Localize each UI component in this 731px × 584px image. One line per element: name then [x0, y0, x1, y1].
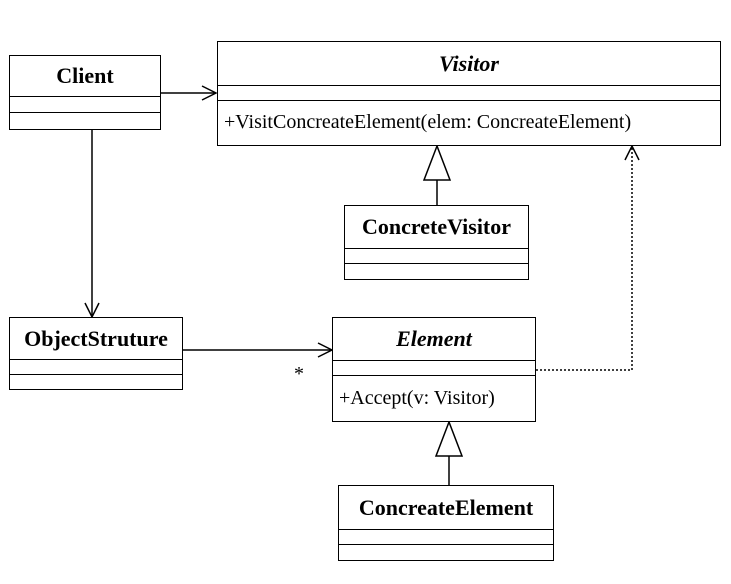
class-concrete-visitor-name: ConcreteVisitor: [345, 206, 528, 249]
class-element-method: +Accept(v: Visitor): [339, 386, 495, 409]
class-concrete-visitor-operations: [345, 264, 528, 278]
class-visitor-method: +VisitConcreateElement(elem: ConcreateEl…: [224, 111, 632, 133]
class-object-structure-name: ObjectStruture: [10, 318, 182, 360]
class-concrete-visitor: ConcreteVisitor: [344, 205, 529, 280]
class-concreate-element-attributes: [339, 530, 553, 545]
class-concreate-element-name: ConcreateElement: [339, 486, 553, 530]
class-concreate-element: ConcreateElement: [338, 485, 554, 561]
class-element-attributes: [333, 361, 535, 376]
concreateelement-generalization: [434, 419, 464, 485]
objectstructure-to-element-association: [183, 342, 334, 358]
association-multiplicity: *: [294, 363, 304, 385]
class-concrete-visitor-attributes: [345, 249, 528, 264]
class-object-structure: ObjectStruture: [9, 317, 183, 390]
class-element-name: Element: [333, 318, 535, 361]
class-visitor-attributes: [218, 86, 720, 101]
concretevisitor-generalization: [422, 143, 452, 205]
class-client: Client: [9, 55, 161, 130]
element-to-visitor-dependency: [536, 144, 640, 371]
class-client-name: Client: [10, 56, 160, 97]
class-concreate-element-operations: [339, 545, 553, 559]
class-client-attributes: [10, 97, 160, 113]
class-visitor: Visitor +VisitConcreateElement(elem: Con…: [217, 41, 721, 146]
class-object-structure-operations: [10, 375, 182, 388]
client-to-objectstructure-association: [84, 130, 100, 319]
client-to-visitor-association: [161, 85, 218, 101]
class-visitor-name: Visitor: [218, 42, 720, 86]
class-client-operations: [10, 113, 160, 128]
class-element: Element +Accept(v: Visitor): [332, 317, 536, 422]
class-object-structure-attributes: [10, 360, 182, 375]
